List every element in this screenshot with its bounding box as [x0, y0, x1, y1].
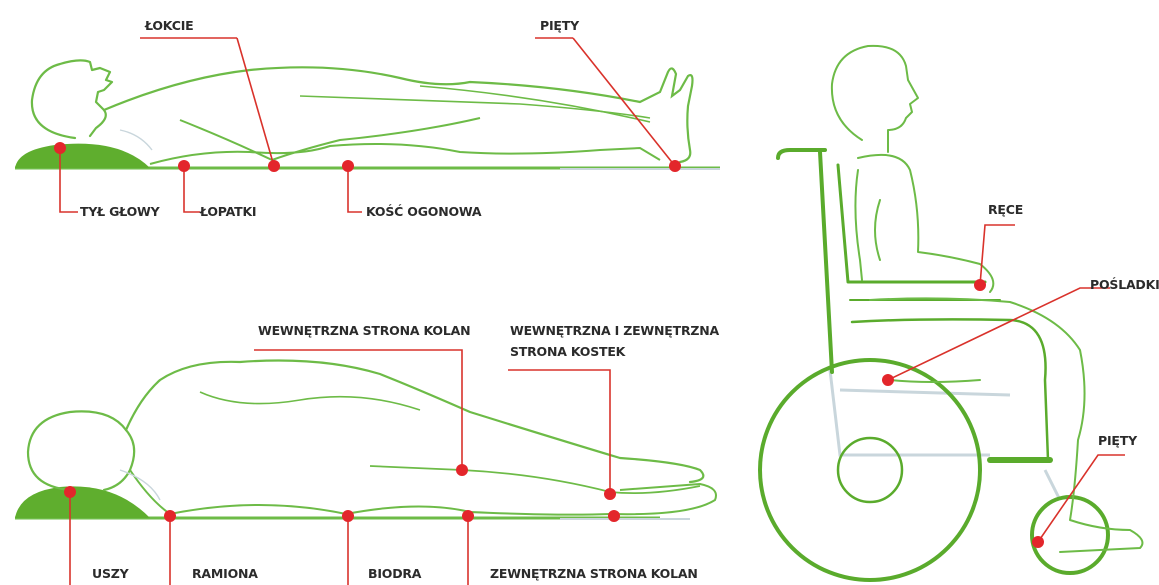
- wheelchair-panel: RĘCE POŚLADKI PIĘTY: [760, 46, 1159, 580]
- wheelchair-frame: [778, 150, 1050, 460]
- supine-head: [32, 60, 112, 138]
- label-heels-supine: PIĘTY: [540, 18, 580, 33]
- label-hips: BIODRA: [368, 566, 422, 581]
- wheelchair-hub: [838, 438, 902, 502]
- supine-body-top: [104, 67, 693, 162]
- label-inner-knees: WEWNĘTRZNA STRONA KOLAN: [258, 323, 470, 338]
- side-inner-leg: [370, 466, 700, 493]
- supine-arm-line: [300, 96, 650, 118]
- side-leaders: [70, 350, 610, 585]
- pressure-point-heels-chair: [1032, 536, 1044, 548]
- pressure-point-ankles-outer: [608, 510, 620, 522]
- supine-arm: [180, 118, 480, 160]
- label-ankles-line1: WEWNĘTRZNA I ZEWNĘTRZNA: [510, 323, 719, 338]
- supine-pillow: [15, 144, 150, 168]
- wheelchair-leaders: [888, 225, 1125, 542]
- wheelchair-person: [832, 46, 1143, 552]
- label-shoulder-blades: ŁOPATKI: [199, 204, 256, 219]
- label-hands: RĘCE: [988, 202, 1023, 217]
- side-body-top: [126, 361, 703, 483]
- pressure-point-tailbone: [342, 160, 354, 172]
- label-back-of-head: TYŁ GŁOWY: [80, 204, 161, 219]
- label-heels-chair: PIĘTY: [1098, 433, 1138, 448]
- pressure-point-elbows: [268, 160, 280, 172]
- side-pillow: [15, 486, 150, 518]
- label-ears: USZY: [92, 566, 130, 581]
- label-ankles-line2: STRONA KOSTEK: [510, 344, 627, 359]
- supine-collar: [120, 130, 152, 150]
- pressure-point-shoulder-blades: [178, 160, 190, 172]
- pressure-point-heels: [669, 160, 681, 172]
- pressure-point-inner-knees: [456, 464, 468, 476]
- supine-body-bottom: [150, 144, 660, 164]
- label-tailbone: KOŚĆ OGONOWA: [366, 204, 482, 219]
- supine-leaders: [60, 38, 675, 212]
- supine-panel: ŁOKCIE PIĘTY TYŁ GŁOWY ŁOPATKI KOŚĆ OGON…: [15, 18, 720, 219]
- label-shoulders: RAMIONA: [192, 566, 258, 581]
- pressure-point-back-of-head: [54, 142, 66, 154]
- label-elbows: ŁOKCIE: [144, 18, 194, 33]
- pressure-point-ears: [64, 486, 76, 498]
- side-arm: [200, 392, 420, 410]
- side-lying-panel: WEWNĘTRZNA STRONA KOLAN WEWNĘTRZNA I ZEW…: [15, 323, 719, 585]
- side-head: [28, 411, 134, 490]
- pressure-point-hips: [342, 510, 354, 522]
- pressure-point-outer-knees: [462, 510, 474, 522]
- pressure-point-buttocks: [882, 374, 894, 386]
- wheelchair-big-wheel: [760, 360, 980, 580]
- label-outer-knees: ZEWNĘTRZNA STRONA KOLAN: [490, 566, 698, 581]
- pressure-point-shoulders: [164, 510, 176, 522]
- pressure-point-ankles: [604, 488, 616, 500]
- pressure-point-hands: [974, 279, 986, 291]
- label-buttocks: POŚLADKI: [1090, 277, 1159, 292]
